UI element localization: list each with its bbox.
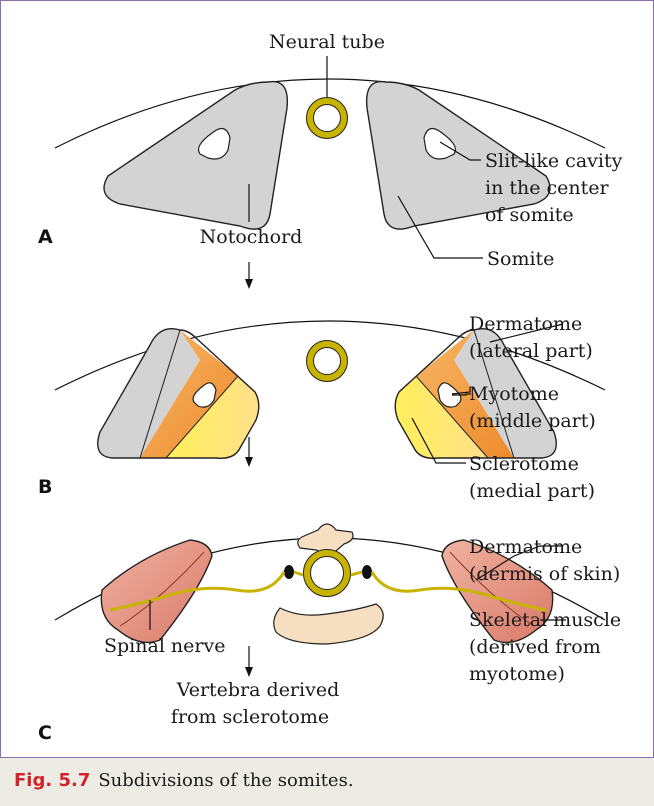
label-cavity-2: in the center [485,177,610,199]
label-dermatome-b: Dermatome [469,313,582,335]
label-muscle-c: Skeletal muscle [469,609,621,631]
somite-diagram: Neural tube Notochord Slit-like cavity i… [0,0,654,757]
label-sclerotome-b: Sclerotome [469,453,579,475]
arrow-head-a-b [245,279,253,289]
label-somite: Somite [487,248,554,270]
label-notochord: Notochord [200,226,303,248]
panel-letter-b: B [38,476,52,498]
vertebral-body [274,604,383,644]
caption-text: Subdivisions of the somites. [98,770,353,791]
label-vertebra-1: Vertebra derived [176,679,340,701]
label-neural-tube: Neural tube [269,31,385,53]
label-vertebra-2: from sclerotome [171,706,329,728]
ganglion-left [284,565,294,579]
label-cavity-1: Slit-like cavity [485,150,623,172]
label-muscle-c-sub1: (derived from [469,636,601,658]
panel-letter-c: C [38,722,52,744]
arrow-head-vertebra [245,667,253,677]
label-myotome-b: Myotome [469,383,559,405]
caption-bar: Fig. 5.7 Subdivisions of the somites. [0,757,654,806]
figure-number: Fig. 5.7 [14,770,90,791]
somite-left-b [98,329,259,459]
neural-tube-c [304,550,351,597]
ganglion-right [362,565,372,579]
label-dermatome-b-sub: (lateral part) [469,340,593,362]
muscle-left [101,540,212,642]
panel-letter-a: A [38,226,53,248]
label-dermatome-c-sub: (dermis of skin) [469,563,620,585]
label-muscle-c-sub2: myotome) [469,663,565,685]
neural-tube-b [307,341,348,382]
neural-tube-a [307,98,348,139]
label-myotome-b-sub: (middle part) [469,410,596,432]
label-spinal-nerve: Spinal nerve [104,635,225,657]
somite-left-a [104,82,287,230]
label-cavity-3: of somite [485,204,574,226]
figure-caption: Fig. 5.7 Subdivisions of the somites. [14,770,354,791]
label-sclerotome-b-sub: (medial part) [469,480,595,502]
arrow-head-b-c [245,457,253,467]
label-dermatome-c: Dermatome [469,536,582,558]
